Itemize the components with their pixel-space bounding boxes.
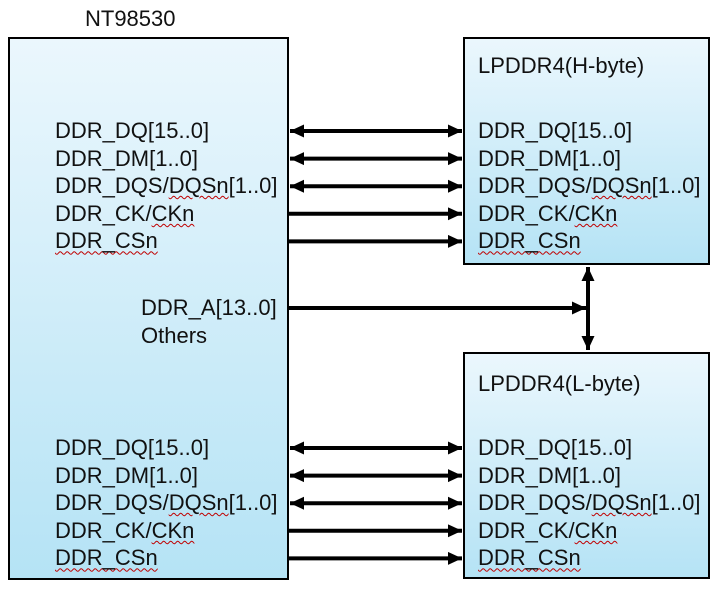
memory-l-title: LPDDR4(L-byte) (478, 371, 641, 396)
signal-label: DDR_CK/CKn (478, 200, 618, 226)
soc-top-signal-list: DDR_DQ[15..0]DDR_DM[1..0]DDR_DQS/DQSn[1.… (55, 117, 278, 255)
memory-l-box: LPDDR4(L-byte) DDR_DQ[15..0]DDR_DM[1..0]… (463, 352, 710, 579)
signal-label: DDR_DQ[15..0] (478, 118, 633, 143)
signal-label: DDR_DQS/DQSn[1..0] (478, 490, 701, 516)
signal-label: DDR_DM[1..0] (55, 145, 199, 171)
signal-label: DDR_CSn (55, 545, 158, 571)
memory-h-title: LPDDR4(H-byte) (478, 53, 645, 78)
signal-label: DDR_DQS/DQSn[1..0] (55, 490, 278, 516)
signal-label: DDR_DM[1..0] (478, 145, 622, 171)
signal-label: DDR_CK/CKn (55, 517, 195, 543)
memory-h-signal-list: DDR_DQ[15..0]DDR_DM[1..0]DDR_DQS/DQSn[1.… (478, 117, 701, 255)
soc-box: DDR_DQ[15..0]DDR_DM[1..0]DDR_DQS/DQSn[1.… (8, 37, 289, 580)
signal-label: DDR_DM[1..0] (55, 462, 199, 488)
signal-label: DDR_CSn (478, 545, 581, 571)
soc-title: NT98530 (85, 6, 176, 31)
signal-label: DDR_A[13..0] (141, 295, 277, 320)
signal-label: DDR_DQ[15..0] (55, 118, 210, 143)
signal-label: Others (141, 322, 208, 348)
memory-h-box: LPDDR4(H-byte) DDR_DQ[15..0]DDR_DM[1..0]… (463, 37, 710, 265)
signal-label: DDR_DQS/DQSn[1..0] (478, 173, 701, 199)
signal-label: DDR_CSn (478, 228, 581, 254)
signal-label: DDR_DM[1..0] (478, 462, 622, 488)
soc-address-signal-list: DDR_A[13..0]Others (141, 294, 277, 349)
signal-label: DDR_CK/CKn (478, 517, 618, 543)
memory-l-signal-list: DDR_DQ[15..0]DDR_DM[1..0]DDR_DQS/DQSn[1.… (478, 434, 701, 572)
signal-label: DDR_DQ[15..0] (478, 435, 633, 460)
signal-label: DDR_DQS/DQSn[1..0] (55, 173, 278, 199)
signal-label: DDR_CK/CKn (55, 200, 195, 226)
signal-label: DDR_CSn (55, 228, 158, 254)
signal-label: DDR_DQ[15..0] (55, 435, 210, 460)
soc-bottom-signal-list: DDR_DQ[15..0]DDR_DM[1..0]DDR_DQS/DQSn[1.… (55, 434, 278, 572)
